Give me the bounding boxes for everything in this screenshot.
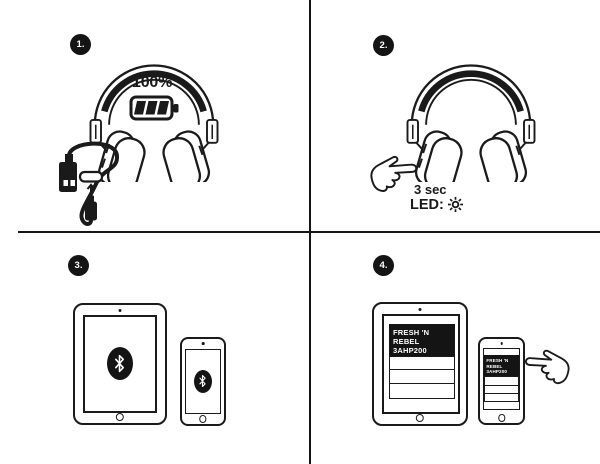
camera-dot-icon	[500, 342, 503, 345]
camera-dot-icon	[118, 309, 122, 312]
smartphone-icon: FRESH 'N REBEL 3AHP200	[478, 337, 525, 425]
step-number-badge: 3.	[68, 255, 89, 276]
home-button-icon	[415, 414, 425, 423]
home-button-icon	[497, 414, 506, 422]
device-name: FRESH 'N REBEL	[393, 328, 430, 346]
bluetooth-icon	[193, 369, 212, 393]
camera-dot-icon	[201, 342, 205, 345]
empty-list-row	[483, 392, 519, 403]
tap-select-hand-icon	[524, 347, 574, 387]
usb-a-neck	[65, 154, 73, 164]
phone-pairing-list: FRESH 'N REBEL 3AHP200	[482, 347, 520, 410]
led-label: LED:	[410, 196, 444, 213]
device-name: FRESH 'N REBEL	[486, 358, 509, 369]
tablet-screen	[82, 314, 157, 413]
micro-usb-plug	[85, 201, 97, 221]
device-model: 3AHP200	[393, 346, 427, 355]
hold-time-label: 3 sec	[414, 182, 447, 197]
step-number-badge: 2.	[373, 35, 394, 56]
tablet-icon	[73, 303, 167, 425]
phone-screen	[184, 348, 221, 414]
home-button-icon	[199, 415, 207, 423]
horizontal-divider	[18, 230, 600, 233]
bluetooth-icon	[106, 347, 133, 380]
device-list-entry: FRESH 'N REBEL 3AHP200	[388, 323, 455, 356]
cable-cord	[67, 141, 119, 226]
camera-dot-icon	[418, 308, 422, 311]
tablet-icon: FRESH 'N REBEL 3AHP200	[372, 302, 468, 426]
insert-plug-arrow-icon	[86, 183, 96, 193]
led-blinking-sun-icon	[447, 196, 463, 213]
battery-full-icon	[129, 95, 179, 121]
micro-usb-port-icon	[78, 170, 104, 183]
home-button-icon	[115, 413, 125, 422]
step-number-badge: 4.	[373, 255, 394, 276]
device-model: 3AHP200	[486, 369, 508, 375]
battery-percent-label: 100%	[132, 74, 173, 91]
usb-charging-cable-icon	[59, 141, 119, 226]
smartphone-icon	[180, 337, 226, 426]
device-list-entry: FRESH 'N REBEL 3AHP200	[483, 355, 519, 377]
empty-list-row	[388, 383, 455, 399]
tablet-pairing-list: FRESH 'N REBEL 3AHP200	[381, 313, 460, 414]
step-number-badge: 1.	[70, 34, 91, 55]
